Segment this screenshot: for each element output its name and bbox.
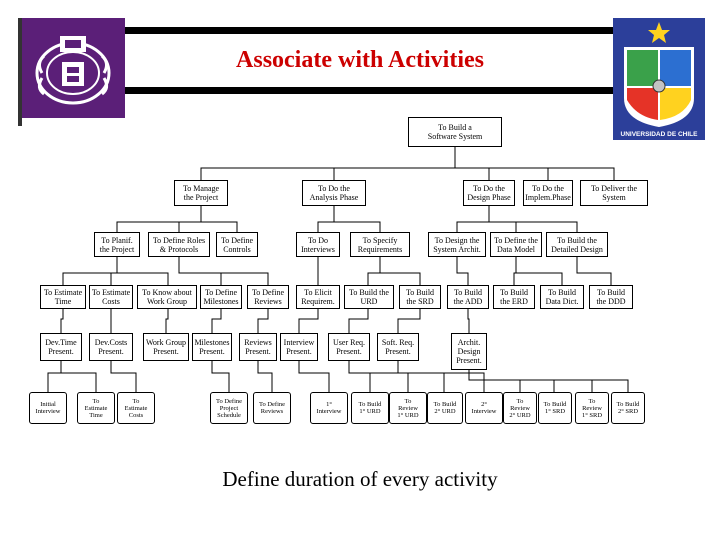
slide-title: Associate with Activities [236,47,484,73]
leaf-build-srd-2: To Build 2° SRD [611,392,645,424]
seal-icon [35,36,111,105]
node-userreq: User Req. Present. [328,333,370,361]
node-buildurd: To Build the URD [344,285,394,309]
node-buildddd: To Build the DDD [589,285,633,309]
node-elicit: To Elicit Requirem. [296,285,340,309]
node-wgpres: Work Group Present. [143,333,189,361]
leaf-review-urd-1: To Review 1° URD [389,392,427,424]
leaf-build-urd-2: To Build 2° URD [427,392,463,424]
leaf-review-urd-2: To Review 2° URD [503,392,537,424]
leaf-estimate-time: To Estimate Time [77,392,115,424]
node-deliver: To Deliver the System [580,180,648,206]
slide-caption: Define duration of every activity [222,467,498,491]
university-logo-left [22,18,125,118]
leaf-project-schedule: To Define Project Schedule [210,392,248,424]
node-analysis: To Do the Analysis Phase [302,180,366,206]
node-milepres: Milestones Present. [192,333,232,361]
leaf-initial-interview: Initial Interview [29,392,67,424]
node-archit: To Design the System Archit. [428,232,486,257]
node-knowwg: To Know about Work Group [137,285,197,309]
node-revpres: Reviews Present. [239,333,277,361]
node-implem: To Do the Implem.Phase [523,180,573,206]
node-defrev: To Define Reviews [247,285,289,309]
node-devcosts: Dev.Costs Present. [89,333,133,361]
node-detailed: To Build the Detailed Design [546,232,608,257]
leaf-review-srd-1: To Review 1° SRD [575,392,609,424]
university-logo-right: UNIVERSIDAD DE CHILE [613,18,705,140]
node-defmile: To Define Milestones [200,285,242,309]
node-datamodel: To Define the Data Model [490,232,542,257]
node-builddd: To Build Data Dict. [540,285,584,309]
leaf-interview-1: 1° Interview [310,392,348,424]
node-devtime: Dev.Time Present. [40,333,82,361]
node-design: To Do the Design Phase [463,180,515,206]
node-buildsrd: To Build the SRD [399,285,441,309]
leaf-build-urd-1: To Build 1° URD [351,392,389,424]
leaf-build-srd-1: To Build 1° SRD [538,392,572,424]
node-roles: To Define Roles & Protocols [148,232,210,257]
header-top-bar [125,27,613,34]
node-plan: To Planif. the Project [94,232,140,257]
node-esttime: To Estimate Time [40,285,86,309]
leaf-define-reviews: To Define Reviews [253,392,291,424]
node-archpres: Archit. Design Present. [451,333,487,370]
node-interviews: To Do Interviews [296,232,340,257]
node-softreq: Soft. Req. Present. [377,333,419,361]
left-bar [18,18,22,126]
node-builderd: To Build the ERD [493,285,535,309]
header-bottom-bar [125,87,613,94]
node-estcosts: To Estimate Costs [89,285,133,309]
node-root: To Build a Software System [408,117,502,147]
node-specify: To Specify Requirements [350,232,410,257]
node-intpres: Interview Present. [280,333,318,361]
node-controls: To Define Controls [216,232,258,257]
leaf-estimate-costs: To Estimate Costs [117,392,155,424]
leaf-interview-2: 2° Interview [465,392,503,424]
node-manage: To Manage the Project [174,180,228,206]
logo-right-label: UNIVERSIDAD DE CHILE [621,131,699,138]
node-buildadd: To Build the ADD [447,285,489,309]
coat-of-arms-icon: UNIVERSIDAD DE CHILE [615,22,703,138]
